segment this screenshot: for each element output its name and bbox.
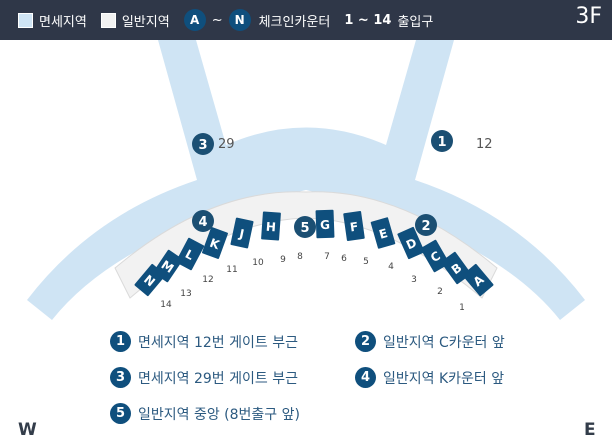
counter-g: G bbox=[315, 209, 335, 239]
counter-f: F bbox=[343, 211, 365, 241]
counter-e-label: E bbox=[377, 226, 389, 242]
counter-f-label: F bbox=[349, 219, 359, 234]
legend-text-5: 일반지역 중앙 (8번출구 앞) bbox=[138, 406, 300, 423]
counter-h: H bbox=[261, 211, 281, 241]
exit-11-label: 11 bbox=[226, 265, 237, 275]
exit-7-label: 7 bbox=[324, 252, 330, 262]
exit-10-label: 10 bbox=[252, 258, 264, 268]
location-marker-4: 4 bbox=[192, 210, 214, 232]
exit-1-label: 1 bbox=[459, 303, 465, 313]
duty-free-swatch bbox=[18, 12, 33, 28]
location-marker-5: 5 bbox=[294, 216, 316, 238]
exit-5-label: 5 bbox=[363, 257, 369, 267]
exit-8-label: 8 bbox=[297, 252, 303, 262]
legend-marker-2: 2 bbox=[355, 331, 376, 352]
legend-general-label: 일반지역 bbox=[121, 14, 170, 30]
location-marker-2: 2 bbox=[415, 214, 437, 236]
legend-item-3: 3 면세지역 29번 게이트 부근 bbox=[110, 367, 298, 388]
legend-item-4: 4 일반지역 K카운터 앞 bbox=[355, 367, 504, 388]
legend-item-5: 5 일반지역 중앙 (8번출구 앞) bbox=[110, 403, 300, 424]
exit-9-label: 9 bbox=[280, 255, 286, 265]
location-marker-2-label: 2 bbox=[421, 219, 430, 234]
legend-item-1: 1 면세지역 12번 게이트 부근 bbox=[110, 331, 298, 352]
exit-13-label: 13 bbox=[180, 289, 191, 299]
legend-duty-free: 면세지역 bbox=[18, 11, 87, 30]
legend-general: 일반지역 bbox=[100, 11, 170, 30]
floor-indicator: 3F bbox=[575, 4, 602, 29]
exits-range: 1 ~ 14 bbox=[344, 12, 392, 28]
location-marker-1-label: 1 bbox=[437, 135, 446, 150]
counter-g-label: G bbox=[320, 218, 330, 232]
legend-text-2: 일반지역 C카운터 앞 bbox=[383, 334, 505, 351]
counter-d: D bbox=[397, 226, 425, 260]
legend-text-3: 면세지역 29번 게이트 부근 bbox=[138, 370, 298, 387]
counter-n: N bbox=[134, 263, 166, 297]
exit-4-label: 4 bbox=[388, 262, 394, 272]
exit-3-label: 3 bbox=[411, 275, 417, 285]
location-marker-3-label: 3 bbox=[198, 138, 207, 153]
exit-6-label: 6 bbox=[341, 254, 347, 264]
counter-l: L bbox=[175, 237, 205, 271]
counter-k: K bbox=[202, 227, 228, 259]
compass-west: W bbox=[18, 420, 37, 440]
gate-12-label: 12 bbox=[476, 137, 493, 152]
legend-duty-free-label: 면세지역 bbox=[39, 14, 87, 30]
checkin-tilde: ~ bbox=[211, 12, 223, 28]
location-marker-4-label: 4 bbox=[198, 215, 207, 230]
compass-east: E bbox=[584, 420, 596, 440]
duty-free-concourse bbox=[27, 40, 585, 320]
exit-14-label: 14 bbox=[160, 300, 172, 310]
checkin-to-badge: N bbox=[228, 9, 251, 31]
counter-a: A bbox=[462, 263, 494, 297]
map-header: 면세지역 일반지역 A ~ N 체크인카운터 1 ~ 14 출입구 3F bbox=[0, 0, 612, 40]
counter-c: C bbox=[420, 239, 450, 273]
legend-text-1: 면세지역 12번 게이트 부근 bbox=[138, 334, 298, 351]
exit-2-label: 2 bbox=[437, 287, 443, 297]
location-marker-3: 3 bbox=[192, 133, 214, 155]
legend-marker-5: 5 bbox=[110, 403, 131, 424]
legend-exits: 1 ~ 14 출입구 bbox=[344, 11, 433, 30]
legend-marker-4: 4 bbox=[355, 367, 376, 388]
checkin-label: 체크인카운터 bbox=[258, 14, 331, 30]
legend-checkin: A ~ N 체크인카운터 bbox=[183, 9, 331, 31]
counter-j-label: J bbox=[237, 226, 245, 241]
general-swatch bbox=[100, 12, 116, 28]
location-marker-5-label: 5 bbox=[300, 221, 309, 236]
checkin-from-badge: A bbox=[183, 9, 206, 31]
counter-e: E bbox=[370, 217, 396, 249]
location-marker-1: 1 bbox=[431, 130, 453, 152]
exits-label: 출입구 bbox=[397, 14, 434, 30]
counter-j: J bbox=[230, 217, 254, 249]
gate-29-label: 29 bbox=[218, 137, 235, 152]
counter-b: B bbox=[440, 251, 472, 285]
legend-marker-1: 1 bbox=[110, 331, 131, 352]
legend-item-2: 2 일반지역 C카운터 앞 bbox=[355, 331, 505, 352]
counter-h-label: H bbox=[265, 220, 276, 235]
legend-text-4: 일반지역 K카운터 앞 bbox=[383, 370, 505, 387]
exit-12-label: 12 bbox=[202, 275, 213, 285]
legend-marker-3: 3 bbox=[110, 367, 131, 388]
